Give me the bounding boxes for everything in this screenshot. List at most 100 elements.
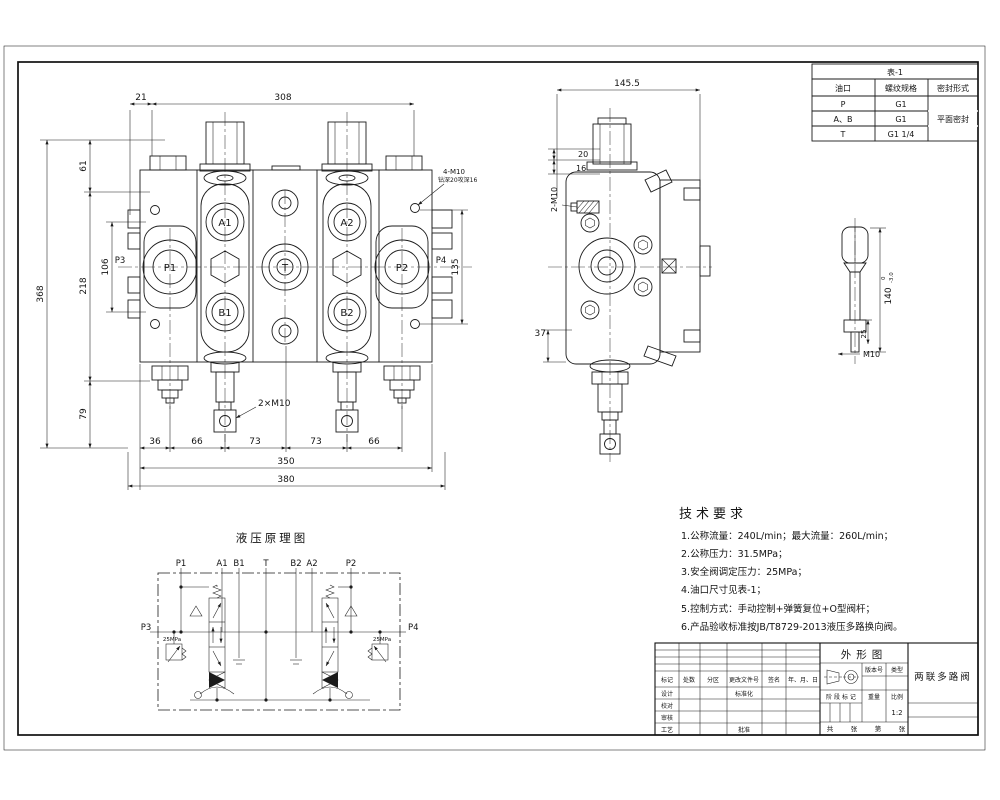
dim-140-tol-lo: -3.0: [889, 272, 895, 283]
thread-m10: M10: [863, 350, 880, 359]
sch-port-p4: P4: [408, 623, 419, 633]
dim-73b: 73: [310, 437, 321, 447]
sch-port-b2: B2: [290, 559, 301, 569]
dim-73a: 73: [249, 437, 260, 447]
sch-port-p2: P2: [346, 559, 357, 569]
sch-port-a2: A2: [306, 559, 317, 569]
dim-140: 140: [884, 287, 894, 304]
tb-weight-label: 重量: [868, 693, 880, 701]
tb-rev-sign: 签名: [768, 676, 780, 684]
dim-145-5: 145.5: [614, 79, 640, 89]
tb-approve: 批准: [738, 726, 750, 734]
table1-title: 表-1: [887, 67, 903, 77]
table1-col-port: 油口: [835, 83, 851, 93]
table1-row-ab-thread: G1: [895, 115, 906, 124]
dim-79: 79: [79, 408, 89, 420]
dim-36: 36: [149, 437, 161, 447]
sch-port-b1: B1: [233, 559, 244, 569]
title-block: 标记 处数 分区 更改文件号 签名 年、月、日 设计 校对 审核 工艺 标准化 …: [654, 642, 979, 736]
dim-106: 106: [101, 258, 111, 275]
port-t: T: [281, 263, 289, 274]
tech-item-3: 3.安全阀调定压力：25MPa；: [681, 566, 807, 578]
tech-item-6: 6.产品验收标准按JB/T8729-2013液压多路换向阀。: [681, 621, 903, 633]
dim-368: 368: [36, 285, 46, 302]
tech-item-1: 1.公称流量：240L/min；最大流量：260L/min；: [681, 530, 893, 542]
dim-140-tol-hi: 0: [881, 276, 887, 280]
sheet-border: [3, 45, 986, 751]
tb-standardize: 标准化: [735, 690, 753, 698]
relief-right-label: 25MPa: [373, 637, 391, 643]
dim-350: 350: [277, 457, 294, 467]
note-2xm10: 2×M10: [258, 399, 291, 409]
first-angle-projection-icon: [824, 669, 859, 685]
schematic-title: 液压原理图: [236, 531, 309, 545]
tb-view-name: 外形图: [841, 649, 888, 661]
dim-218: 218: [79, 277, 89, 294]
tb-rev-zone: 分区: [707, 676, 719, 684]
tech-item-2: 2.公称压力：31.5MPa；: [681, 548, 788, 560]
dim-37: 37: [535, 329, 546, 339]
dim-25: 25: [860, 330, 868, 339]
port-size-table: 表-1 油口 螺纹规格 密封形式 P G1 A、B G1 T G1 1/4 平面…: [811, 63, 979, 142]
sch-port-p1: P1: [176, 559, 187, 569]
port-a2: A2: [340, 218, 353, 229]
table1-seal-value: 平面密封: [937, 114, 969, 124]
tb-scale-label: 比例: [891, 693, 903, 701]
tb-rev-count: 处数: [683, 676, 695, 684]
dim-66a: 66: [191, 437, 203, 447]
tb-review: 审核: [661, 714, 673, 722]
dim-20: 20: [578, 150, 588, 159]
table1-row-ab: A、B: [834, 115, 853, 124]
port-b1: B1: [218, 308, 231, 319]
tb-design: 设计: [661, 690, 673, 698]
side-view: 145.5 20 16 2-M10 37: [535, 79, 712, 462]
hydraulic-schematic: 液压原理图 P1 A1 B1 T B2 A2 P2 P3 P4: [141, 531, 419, 711]
note-2-m10: 2-M10: [550, 187, 559, 212]
tech-title: 技术要求: [679, 507, 747, 522]
table1-row-p-thread: G1: [895, 100, 906, 109]
tb-version-label: 版本号: [865, 666, 883, 674]
port-b2: B2: [340, 308, 353, 319]
note-4m10: 4-M10: [443, 168, 465, 176]
table1-row-t: T: [840, 130, 846, 139]
sch-port-a1: A1: [216, 559, 227, 569]
dim-66b: 66: [368, 437, 380, 447]
port-p4-label: P4: [436, 256, 447, 266]
tb-sheet-gong: 共: [827, 724, 834, 733]
tb-check: 校对: [661, 702, 673, 710]
port-a1: A1: [218, 218, 231, 229]
table1-row-t-thread: G1 1/4: [888, 130, 915, 139]
sch-port-t: T: [262, 559, 269, 569]
tb-rev-date: 年、月、日: [788, 676, 818, 684]
dim-16: 16: [576, 164, 586, 173]
relief-left-label: 25MPa: [163, 637, 181, 643]
dim-308: 308: [274, 93, 291, 103]
tb-type-label: 类型: [891, 666, 903, 674]
sch-port-p3: P3: [141, 623, 152, 633]
tb-part-name: 两联多路阀: [914, 671, 972, 683]
table1-col-thread: 螺纹规格: [885, 83, 917, 93]
port-p2: P2: [396, 263, 408, 274]
port-p3-label: P3: [115, 256, 126, 266]
handle-detail: 140 0 -3.0 25 M10: [838, 218, 895, 364]
tb-scale-value: 1:2: [891, 709, 902, 717]
dim-21: 21: [135, 93, 146, 103]
dim-61: 61: [79, 160, 89, 171]
tb-rev-mark: 标记: [661, 676, 673, 684]
tb-sheet-zhang1: 张: [851, 724, 858, 733]
tb-sheet-di: 第: [875, 724, 882, 733]
table1-col-seal: 密封形式: [937, 83, 969, 93]
note-4m10-sub: 钻深20攻深16: [438, 176, 477, 184]
tech-item-5: 5.控制方式：手动控制+弹簧复位+O型阀杆；: [681, 603, 875, 615]
front-view: 21 308 61 218 79 368 106 P3: [36, 93, 477, 490]
dim-135: 135: [451, 258, 461, 275]
port-p1: P1: [164, 263, 176, 274]
tech-item-4: 4.油口尺寸见表-1；: [681, 584, 766, 596]
technical-requirements: 技术要求 1.公称流量：240L/min；最大流量：260L/min； 2.公称…: [679, 507, 903, 633]
table1-row-p: P: [841, 100, 846, 109]
tb-stage-label: 阶 段 标 记: [826, 693, 856, 701]
tb-sheet-zhang2: 张: [899, 724, 906, 733]
tb-process: 工艺: [661, 726, 673, 734]
